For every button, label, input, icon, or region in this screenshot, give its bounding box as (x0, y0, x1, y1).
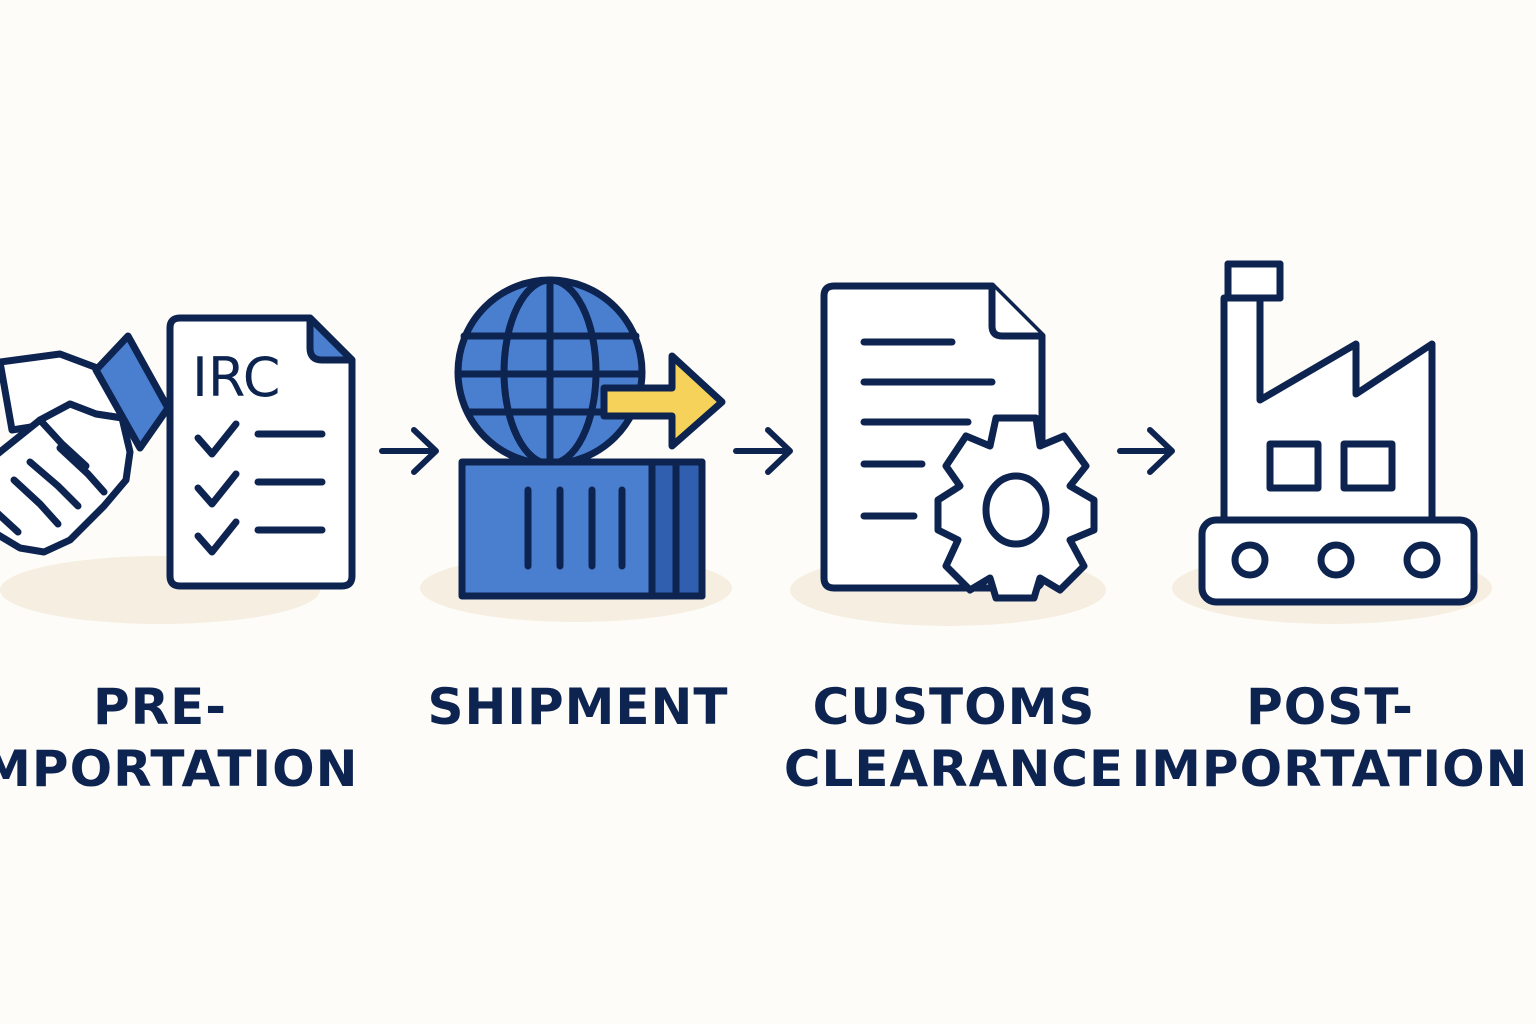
handshake-icon (0, 332, 172, 556)
irc-document-icon (166, 314, 356, 590)
shipping-container-icon (458, 458, 706, 600)
document-gear-icon (820, 282, 1098, 602)
window (1340, 440, 1396, 492)
check-icon (194, 470, 240, 508)
arrow-right-icon (379, 427, 439, 475)
arrow-right-icon (1117, 427, 1175, 475)
gear-icon (934, 414, 1098, 602)
factory-icon (1198, 260, 1478, 606)
arrow-right-icon (733, 427, 793, 475)
step-label-pre-importation: PRE- IMPORTATION (0, 678, 359, 798)
step-label-post-importation: POST- IMPORTATION (1131, 678, 1529, 798)
check-icon (194, 420, 240, 458)
step-label-shipment: SHIPMENT (427, 678, 729, 736)
check-icon (194, 518, 240, 556)
globe-container-icon (454, 276, 726, 600)
connector-arrows (379, 427, 1175, 475)
handshake-document-icon (0, 314, 356, 590)
window (1266, 440, 1322, 492)
irc-badge: IRC (192, 346, 280, 409)
export-arrow-icon (600, 352, 726, 450)
globe-icon (454, 276, 646, 468)
step-label-customs-clearance: CUSTOMS CLEARANCE (783, 678, 1125, 798)
